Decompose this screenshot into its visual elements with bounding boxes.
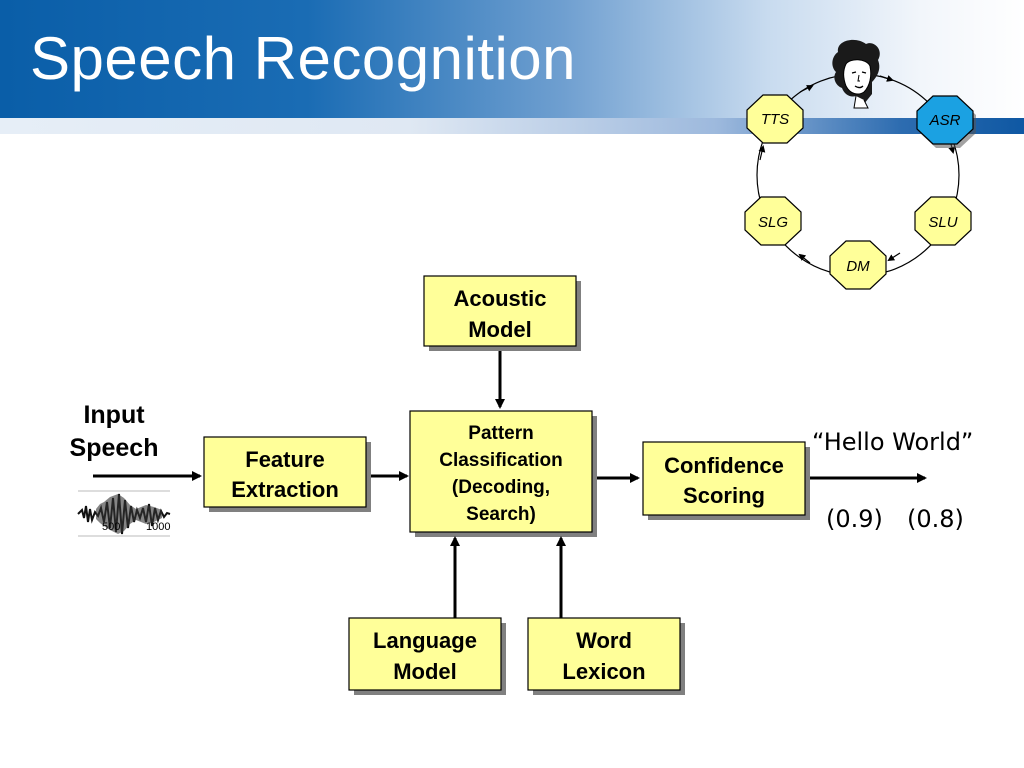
box-label-line: Lexicon xyxy=(562,659,645,684)
word-lexicon-box: Word Lexicon xyxy=(527,617,685,695)
box-label-line: Pattern xyxy=(468,423,533,444)
box-label-line: Classification xyxy=(439,450,563,471)
cycle-arrow-to-tts xyxy=(758,145,766,161)
cycle-arrow-to-dm xyxy=(887,252,901,262)
confidence-scoring-box: Confidence Scoring xyxy=(642,441,810,520)
output-score-1: (0.9) xyxy=(826,505,883,533)
output-hypothesis-text: “Hello World” xyxy=(812,428,973,456)
input-speech-label-line2: Speech xyxy=(70,434,159,462)
cycle-node-label: TTS xyxy=(761,111,789,128)
box-label-line: Word xyxy=(576,628,632,653)
feature-extraction-box: Feature Extraction xyxy=(203,436,371,512)
waveform-tick-label: 1000 xyxy=(146,521,170,533)
user-face-icon xyxy=(832,39,880,109)
waveform-thumbnail: 500 1000 xyxy=(77,490,170,537)
language-model-box: Language Model xyxy=(348,617,506,695)
cycle-node-label: SLG xyxy=(758,214,788,231)
waveform-tick-label: 500 xyxy=(102,521,120,533)
input-speech-label-line1: Input xyxy=(83,401,145,429)
cycle-node-label: ASR xyxy=(929,112,961,129)
box-label-line: Language xyxy=(373,628,477,653)
cycle-arrow-to-slg xyxy=(798,253,811,264)
dialog-cycle: TTS ASR SLU DM SLG xyxy=(744,39,976,290)
cycle-node-label: DM xyxy=(846,258,870,275)
cycle-arrow-to-user xyxy=(799,85,814,93)
cycle-node-dm: DM xyxy=(829,240,887,290)
box-label-line: Model xyxy=(468,317,532,342)
cycle-node-slg: SLG xyxy=(744,196,802,246)
acoustic-model-box: Acoustic Model xyxy=(423,275,581,351)
cycle-node-tts: TTS xyxy=(746,94,804,144)
box-label-line: Acoustic xyxy=(454,286,547,311)
pattern-classification-box: Pattern Classification (Decoding, Search… xyxy=(409,410,597,537)
box-label-line: Model xyxy=(393,659,457,684)
slide-title: Speech Recognition xyxy=(30,25,577,92)
box-label-line: Feature xyxy=(245,447,324,472)
cycle-arrow-to-asr xyxy=(879,75,894,82)
cycle-node-asr: ASR xyxy=(916,95,976,148)
box-label-line: Confidence xyxy=(664,453,784,478)
box-label-line: (Decoding, xyxy=(452,477,550,498)
cycle-node-slu: SLU xyxy=(914,196,972,246)
box-label-line: Search) xyxy=(466,504,536,525)
cycle-node-label: SLU xyxy=(928,214,957,231)
output-score-2: (0.8) xyxy=(907,505,964,533)
box-label-line: Scoring xyxy=(683,483,765,508)
box-label-line: Extraction xyxy=(231,477,339,502)
